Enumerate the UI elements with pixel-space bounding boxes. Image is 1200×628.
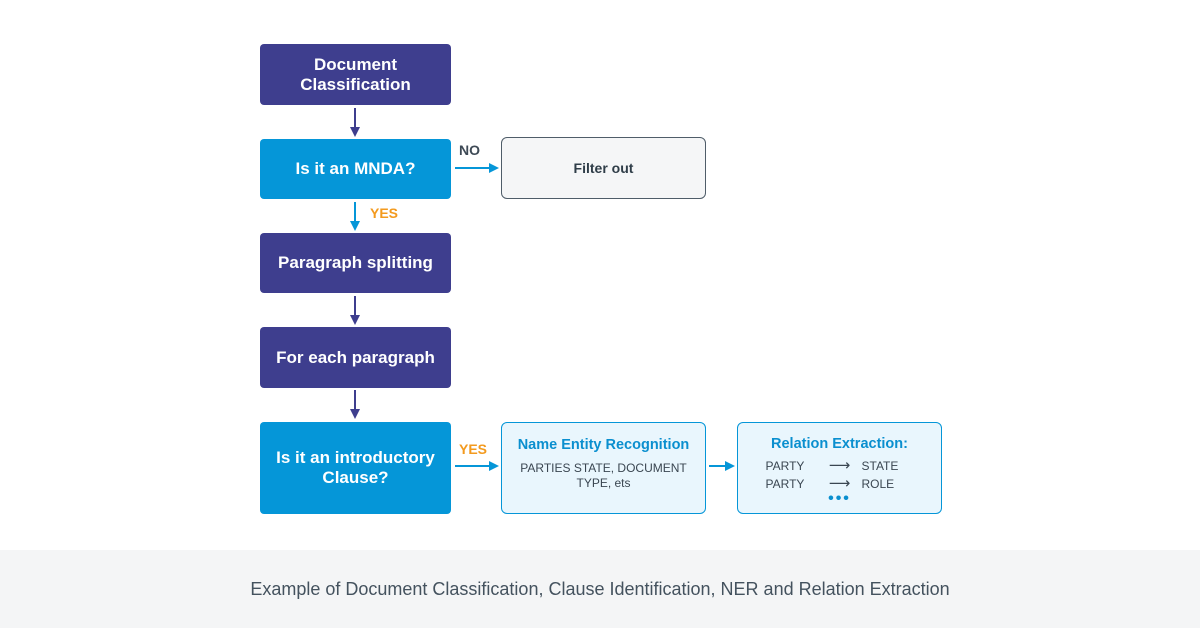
- node-is-it-mnda: Is it an MNDA?: [260, 139, 451, 199]
- flowchart: Document Classification Is it an MNDA? N…: [260, 44, 942, 514]
- relation-list: PARTY ⟶ STATE PARTY ⟶ ROLE •••: [738, 457, 941, 507]
- ellipsis-icon: •••: [828, 490, 851, 507]
- connectors: [350, 108, 735, 471]
- relation-target: STATE: [861, 459, 899, 473]
- node-paragraph-splitting: Paragraph splitting: [260, 233, 451, 293]
- relation-row: PARTY ⟶ STATE: [738, 457, 941, 475]
- node-filter-out: Filter out: [501, 137, 706, 199]
- relation-source: PARTY: [765, 459, 805, 473]
- ner-body: PARTIES STATE, DOCUMENT TYPE, ets: [520, 461, 687, 490]
- relation-row: PARTY ⟶ ROLE: [738, 475, 941, 493]
- ner-title: Name Entity Recognition: [517, 437, 690, 453]
- caption-text: Example of Document Classification, Clau…: [250, 578, 950, 599]
- node-document-classification: Document Classification: [260, 44, 451, 105]
- node-ner: Name Entity Recognition PARTIES STATE, D…: [501, 422, 706, 514]
- relation-arrow-icon: ⟶: [828, 457, 851, 474]
- relation-source: PARTY: [765, 477, 805, 491]
- relation-title: Relation Extraction:: [771, 436, 908, 452]
- caption-bar: Example of Document Classification, Clau…: [0, 550, 1200, 628]
- node-for-each-paragraph: For each paragraph: [260, 327, 451, 388]
- node-is-intro-clause: Is it an introductory Clause?: [260, 422, 451, 514]
- label-yes-intro: YES: [459, 441, 488, 457]
- relation-target: ROLE: [861, 477, 895, 491]
- node-relation-extraction: Relation Extraction: PARTY ⟶ STATE PARTY…: [737, 422, 942, 514]
- label-yes-mnda: YES: [370, 205, 399, 221]
- label-no: NO: [459, 142, 480, 158]
- relation-arrow-icon: ⟶: [828, 475, 851, 492]
